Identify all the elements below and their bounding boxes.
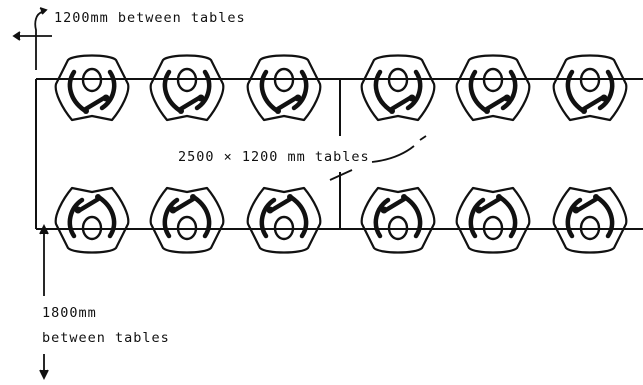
seat-top-2 <box>151 56 224 121</box>
gap-top-label: 1200mm between tables <box>54 10 246 26</box>
gap-bottom-label-line2: between tables <box>42 330 170 346</box>
table-size-label: 2500 × 1200 mm tables <box>178 149 370 165</box>
seat-bottom-5 <box>457 188 530 253</box>
seat-top-6 <box>554 56 627 121</box>
dimension-arrow-top <box>12 7 52 70</box>
seat-bottom-2 <box>151 188 224 253</box>
dimension-arrow-bottom <box>39 223 49 381</box>
seat-top-5 <box>457 56 530 121</box>
seat-bottom-4 <box>362 188 435 253</box>
gap-bottom-label-line1: 1800mm <box>42 305 97 321</box>
seat-bottom-6 <box>554 188 627 253</box>
seat-top-3 <box>248 56 321 121</box>
seat-top-1 <box>56 56 129 121</box>
table-size-leader <box>329 135 427 181</box>
seat-bottom-3 <box>248 188 321 253</box>
seat-bottom-1 <box>56 188 129 253</box>
seat-top-4 <box>362 56 435 121</box>
